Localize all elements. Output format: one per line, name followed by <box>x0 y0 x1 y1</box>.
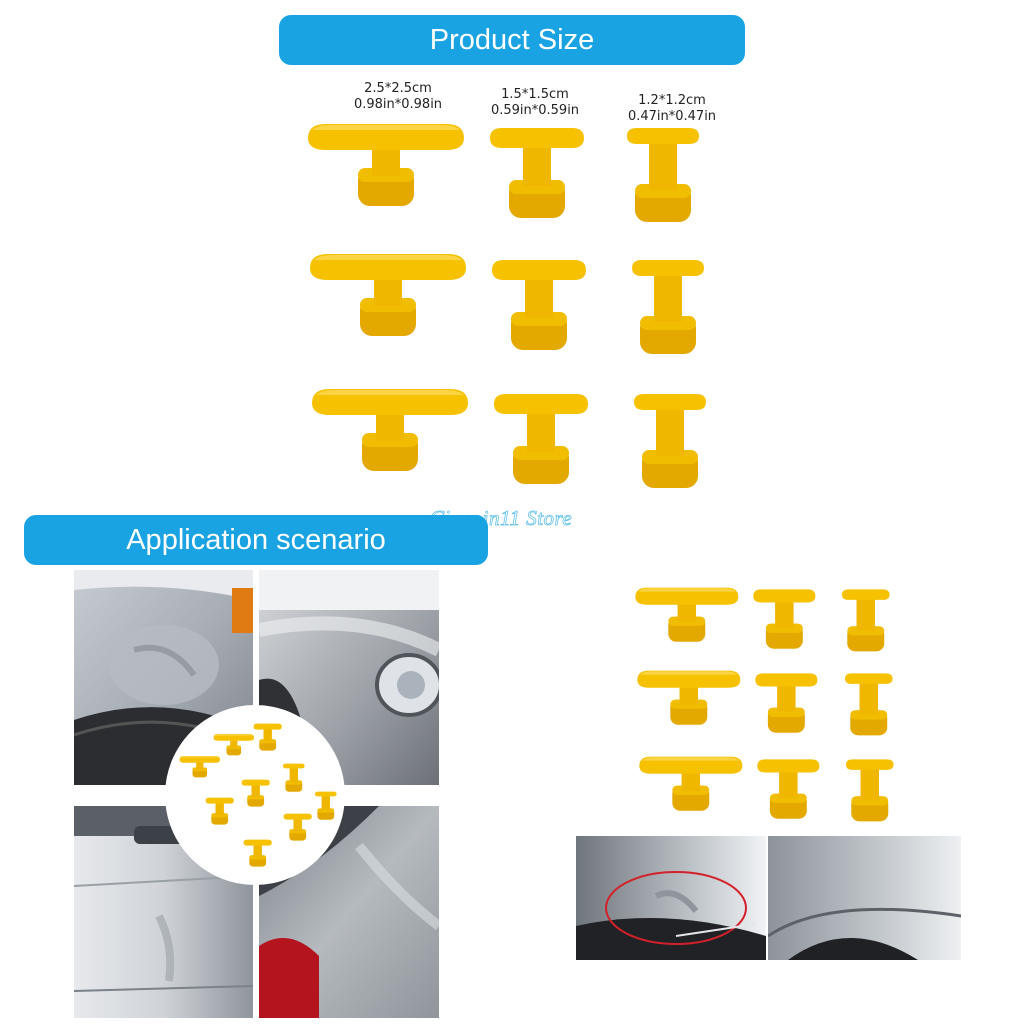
glue-tab-small-icon <box>634 394 706 488</box>
glue-tab-large-icon <box>637 670 741 725</box>
application-scenario-banner: Application scenario <box>24 515 488 565</box>
size-imperial-medium: 0.59in*0.59in <box>490 103 580 118</box>
glue-tab-large-icon <box>639 756 743 811</box>
glue-tab-medium-icon <box>241 779 270 807</box>
glue-tab-large-icon <box>308 124 464 206</box>
glue-tab-large-icon <box>312 389 468 471</box>
size-metric-medium: 1.5*1.5cm <box>501 87 569 102</box>
size-metric-small: 1.2*1.2cm <box>638 93 706 108</box>
size-label-large: 2.5*2.5cm 0.98in*0.98in <box>323 81 473 113</box>
glue-tab-medium-icon <box>243 839 272 867</box>
product-grid-small <box>635 587 894 822</box>
glue-tab-small-icon <box>627 128 699 222</box>
glue-tab-medium-icon <box>283 813 312 841</box>
glue-tab-medium-icon <box>757 759 820 819</box>
glue-tab-small-icon <box>845 673 893 736</box>
glue-tab-large-icon <box>635 587 739 642</box>
glue-tab-medium-icon <box>494 394 588 484</box>
size-metric-large: 2.5*2.5cm <box>364 81 432 96</box>
glue-tab-medium-icon <box>753 589 816 649</box>
glue-tab-medium-icon <box>492 260 586 350</box>
size-label-medium: 1.5*1.5cm 0.59in*0.59in <box>460 87 610 119</box>
glue-tab-medium-icon <box>253 723 282 751</box>
glue-tabs-badge <box>165 705 345 885</box>
application-scenario-title: Application scenario <box>126 523 386 556</box>
size-label-small: 1.2*1.2cm 0.47in*0.47in <box>597 93 747 125</box>
product-size-grid <box>308 124 706 488</box>
dent-closeup-photo <box>576 836 766 960</box>
glue-tab-large-icon <box>179 756 221 778</box>
glue-tab-small-icon <box>283 763 305 792</box>
size-imperial-small: 0.47in*0.47in <box>627 109 717 124</box>
glue-tab-small-icon <box>846 759 894 822</box>
glue-tab-medium-icon <box>205 797 234 825</box>
product-size-banner: Product Size <box>279 15 745 65</box>
glue-tab-small-icon <box>632 260 704 354</box>
glue-tab-small-icon <box>842 589 890 652</box>
product-size-title: Product Size <box>429 23 595 56</box>
size-imperial-large: 0.98in*0.98in <box>353 97 443 112</box>
repaired-panel-photo <box>768 836 961 960</box>
glue-tab-medium-icon <box>755 673 818 733</box>
glue-tab-small-icon <box>315 791 337 820</box>
glue-tab-medium-icon <box>490 128 584 218</box>
dented-car-photo-1 <box>74 570 253 785</box>
glue-tab-large-icon <box>310 254 466 336</box>
glue-tab-large-icon <box>213 734 255 756</box>
